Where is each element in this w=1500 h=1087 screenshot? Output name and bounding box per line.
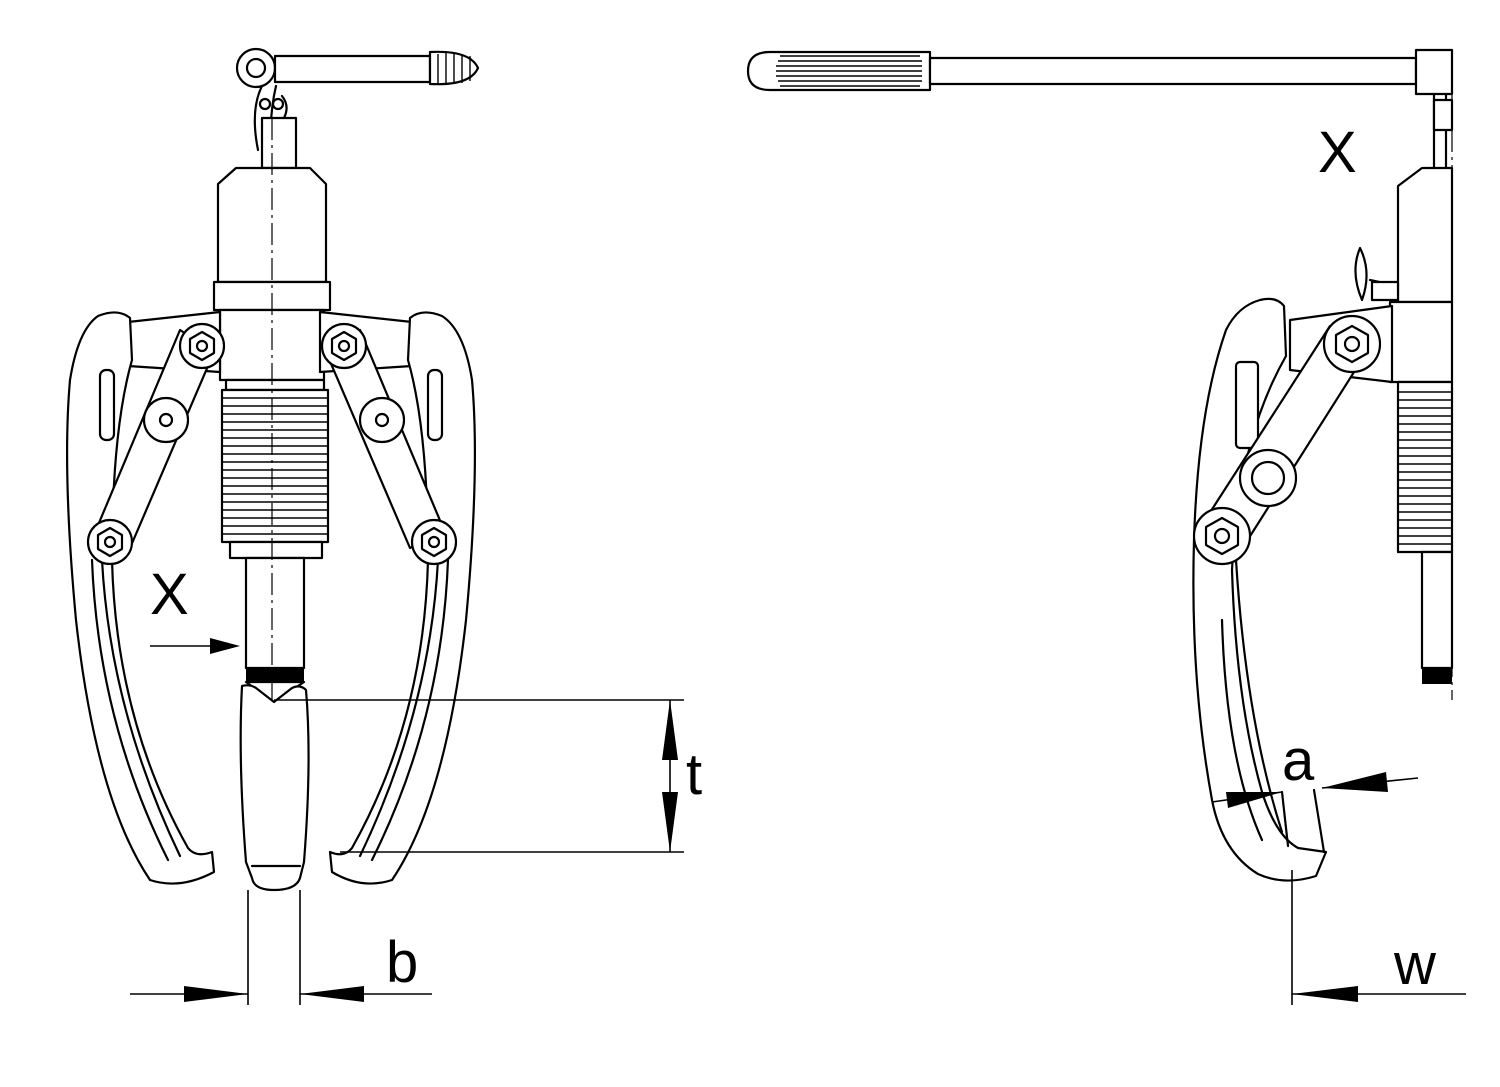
front-view-arrow [150, 638, 240, 654]
dimension-a [1211, 772, 1419, 808]
front-left-jaw [65, 311, 216, 885]
dimension-b-label: b [386, 930, 418, 995]
front-view: X t b [65, 47, 702, 1005]
side-view-marker-label: X [1318, 120, 1357, 185]
front-right-jaw [328, 311, 477, 885]
side-handle [746, 48, 1454, 182]
front-view-marker-label: X [150, 562, 189, 627]
dimension-t [274, 699, 684, 853]
dimension-w [1291, 870, 1466, 1005]
side-view: X a w [746, 48, 1466, 1005]
dimension-w-label: w [1393, 932, 1437, 997]
front-t-handle [235, 47, 480, 162]
dimension-t-label: t [686, 742, 702, 807]
side-hydraulic-cylinder [1354, 60, 1454, 700]
side-jaw [1192, 297, 1328, 882]
dimension-b [130, 890, 432, 1005]
side-link [1192, 314, 1382, 566]
dimension-a-label: a [1282, 728, 1315, 793]
front-right-links [320, 322, 458, 566]
front-left-links [86, 322, 226, 566]
